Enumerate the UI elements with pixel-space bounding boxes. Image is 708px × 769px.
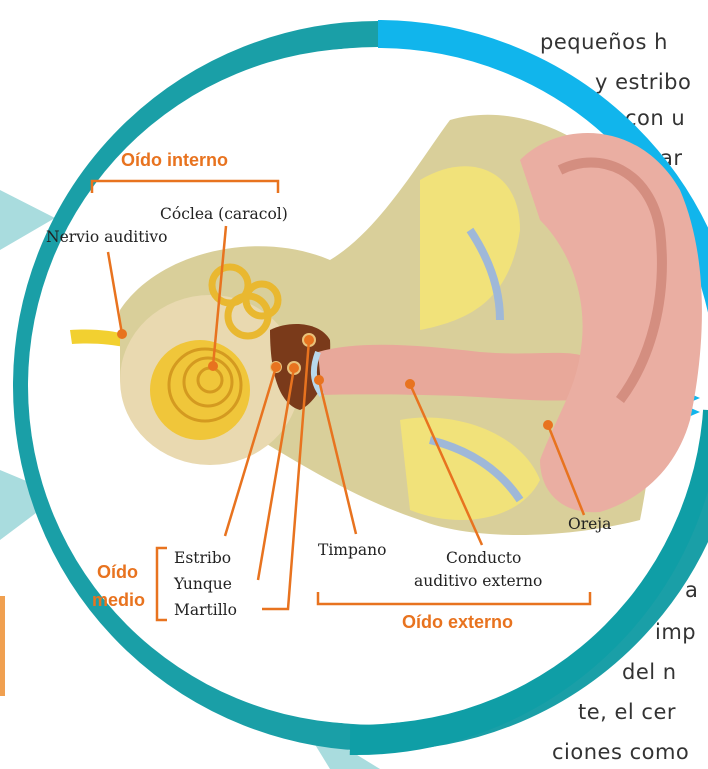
- group-label-middle-ear-2: medio: [92, 590, 145, 611]
- label-eardrum: Timpano: [318, 541, 386, 559]
- label-anvil: Yunque: [174, 575, 232, 593]
- group-label-outer-ear: Oído externo: [402, 612, 513, 633]
- marker-eardrum: [314, 375, 324, 385]
- marker-ear: [543, 420, 553, 430]
- label-ear-canal-2: auditivo externo: [414, 572, 542, 590]
- cochlea-shape: [150, 340, 250, 440]
- label-ear: Oreja: [568, 515, 611, 533]
- marker-anvil: [289, 363, 299, 373]
- label-auditory-nerve: Nervio auditivo: [46, 228, 168, 246]
- marker-nerve: [117, 329, 127, 339]
- label-ear-canal-1: Conducto: [446, 549, 521, 567]
- label-stirrup: Estribo: [174, 549, 231, 567]
- marker-cochlea: [208, 361, 218, 371]
- group-label-inner-ear: Oído interno: [121, 150, 228, 171]
- label-hammer: Martillo: [174, 601, 237, 619]
- decorative-orange-edge: [0, 596, 5, 696]
- marker-stirrup: [271, 362, 281, 372]
- marker-hammer: [304, 335, 314, 345]
- marker-canal: [405, 379, 415, 389]
- label-cochlea: Cóclea (caracol): [160, 205, 288, 223]
- group-label-middle-ear-1: Oído: [97, 562, 138, 583]
